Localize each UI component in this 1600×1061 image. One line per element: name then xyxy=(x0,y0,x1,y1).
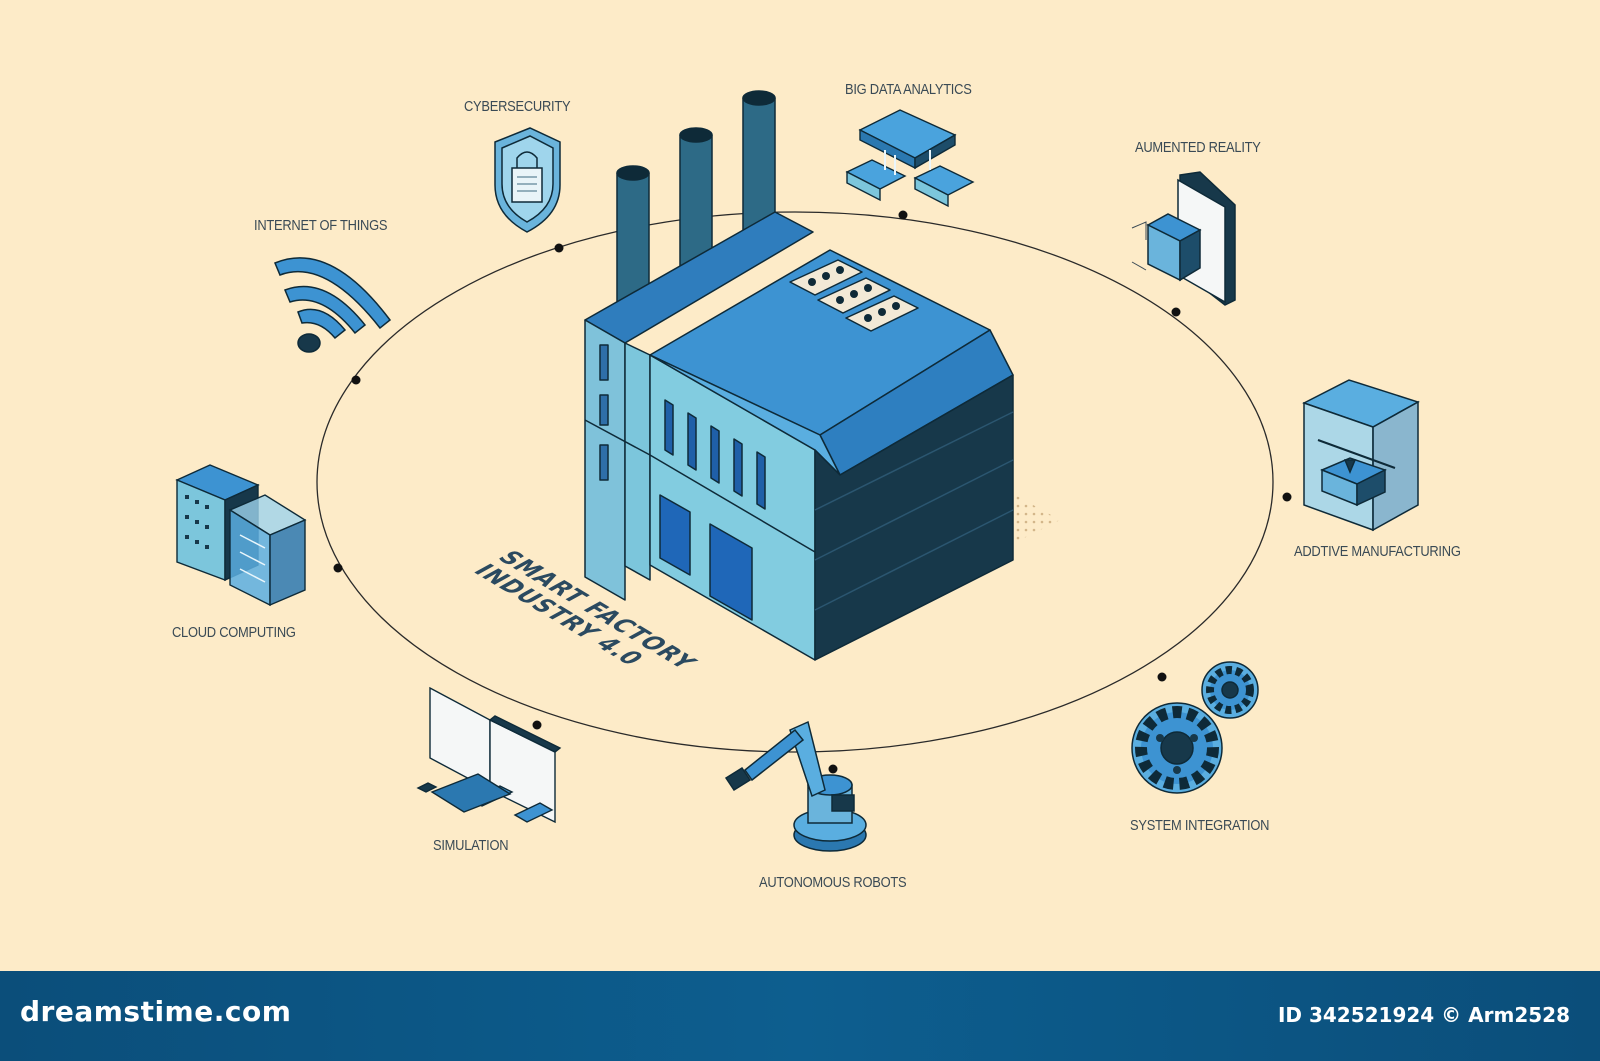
orbit-dots xyxy=(333,210,1292,774)
monitor-icon xyxy=(416,686,562,824)
shield-lock-icon xyxy=(494,127,561,233)
label-big-data-analytics: BIG DATA ANALYTICS xyxy=(845,81,972,98)
robot-arm-icon xyxy=(724,720,867,852)
brand-logo[interactable]: dreamstime.com xyxy=(20,995,292,1028)
label-system-integration: SYSTEM INTEGRATION xyxy=(1130,817,1270,834)
ar-phone-icon xyxy=(1131,171,1236,306)
label-cybersecurity: CYBERSECURITY xyxy=(464,98,571,115)
factory-icon xyxy=(584,90,1014,661)
diagram-canvas xyxy=(175,90,1420,852)
orbit-ring xyxy=(316,211,1274,753)
chip-icon xyxy=(845,109,975,208)
id-number: 342521924 xyxy=(1308,1003,1435,1027)
label-cloud-computing: CLOUD COMPUTING xyxy=(172,624,296,641)
footer-bar: dreamstime.com ID 342521924 © Arm2528 xyxy=(0,971,1600,1061)
label-augmented-reality: AUMENTED REALITY xyxy=(1135,139,1261,156)
id-label: ID xyxy=(1277,1003,1302,1027)
wifi-icon xyxy=(274,257,392,353)
label-autonomous-robots: AUTONOMOUS ROBOTS xyxy=(759,874,907,891)
copyright-icon: © xyxy=(1441,1003,1462,1027)
image-credit: ID 342521924 © Arm2528 xyxy=(1278,1003,1570,1027)
server-icon xyxy=(175,464,307,607)
label-simulation: SIMULATION xyxy=(433,837,509,854)
label-internet-of-things: INTERNET OF THINGS xyxy=(254,217,388,234)
gears-icon xyxy=(1131,661,1259,794)
author-name: Arm2528 xyxy=(1468,1003,1570,1027)
printer-3d-icon xyxy=(1302,379,1420,532)
label-additive-manufacturing: ADDTIVE MANUFACTURING xyxy=(1294,543,1461,560)
